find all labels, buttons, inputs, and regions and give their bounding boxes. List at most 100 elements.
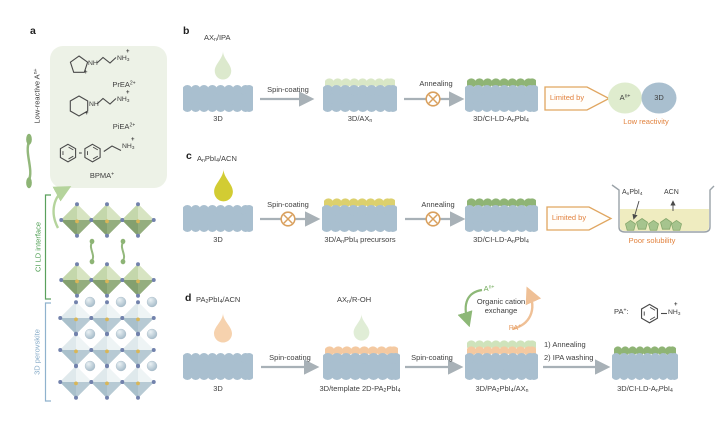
limitation-label: Poor solubility	[628, 236, 676, 245]
droplet-icon	[214, 313, 232, 343]
ammonium-label: NH3	[668, 309, 681, 316]
exchange-title: exchange	[484, 306, 518, 315]
ammonium-label: NH3	[122, 143, 135, 150]
panel-c-letter: c	[186, 150, 192, 162]
spacer-cation-icon	[26, 134, 32, 189]
panel-a-letter: a	[30, 25, 36, 37]
low-reactive-group-label: Low-reactive An+	[32, 68, 42, 124]
interface-octahedra-row-1	[59, 202, 156, 238]
a-site-cation-icon	[84, 360, 96, 372]
panel-b-letter: b	[183, 25, 190, 37]
perovskite-slab	[183, 85, 253, 112]
step-label: Annealing	[421, 200, 455, 209]
solution-label: AXn/IPA	[204, 33, 231, 44]
interface-octahedra-row-2	[59, 262, 156, 298]
perovskite-slab	[183, 353, 253, 380]
exchange-out-cation-label: PA+	[508, 323, 522, 332]
stage-label: 3D/CI-LD-AnPbI4	[617, 384, 673, 395]
perovskite-slab	[322, 205, 397, 232]
plus-sign: +	[84, 70, 88, 76]
benzene-ring	[640, 303, 659, 324]
exchange-in-cation-label: An+	[483, 284, 495, 293]
perovskite-slab	[323, 85, 397, 112]
ring-nitrogen-label: NH	[88, 60, 98, 67]
stage-label: 3D/CI-LD-AnPbI4	[473, 235, 529, 246]
perovskite-slab	[323, 353, 400, 380]
interface-to-cation-arrow	[52, 186, 72, 229]
a-site-cation-icon	[115, 360, 127, 372]
a-site-cation-icon	[115, 328, 127, 340]
threed-circle	[641, 82, 677, 114]
stage-label: 3D/AnPbI4 precursors	[324, 235, 396, 246]
step-label: Spin-coating	[267, 85, 309, 94]
stage-label: 3D/template 2D-PA2PbI4	[319, 384, 401, 395]
plus-sign: +	[85, 111, 89, 117]
limited-by-label: Limited by	[549, 93, 585, 102]
crossed-circle-icon	[280, 211, 296, 227]
ammonium-label: NH3	[117, 96, 130, 103]
perovskite-slab	[612, 353, 678, 380]
low-reactive-cation-box	[50, 46, 167, 188]
exchange-arrow-in	[457, 288, 483, 328]
solution-label: PA2PbI4/ACN	[196, 295, 241, 306]
limitation-label: Low reactivity	[623, 117, 669, 126]
crossed-circle-icon	[425, 91, 441, 107]
plus-sign: +	[131, 137, 135, 143]
threed-circle-label: 3D	[654, 93, 664, 102]
stage-label: 3D/AXn	[347, 114, 373, 125]
step-label: 2) IPA washing	[544, 353, 594, 362]
panel-d-letter: d	[185, 292, 192, 304]
step-label: 1) Annealing	[544, 340, 586, 349]
a-site-cation-icon	[84, 296, 96, 308]
perovskite-slab	[465, 353, 538, 380]
biphenyl-structure	[59, 143, 122, 163]
solution-label: AXn/R-OH	[337, 295, 372, 306]
stage-label: 3D/CI-LD-AnPbI4	[473, 114, 529, 125]
pyrrolidine-structure	[69, 55, 117, 73]
a-site-cation-icon	[115, 296, 127, 308]
solution-label: AnPbI4/ACN	[197, 154, 237, 165]
step-label: Annealing	[419, 79, 453, 88]
exchange-title: Organic cation	[476, 297, 526, 306]
molecule-name: PiEA2+	[112, 122, 136, 131]
droplet-icon	[214, 50, 232, 80]
limited-by-label: Limited by	[551, 213, 587, 222]
plus-sign: +	[674, 302, 678, 308]
interface-label: CI LD interface	[33, 221, 43, 273]
pa-definition-label: PA+:	[614, 307, 629, 316]
ring-nitrogen-label: NH	[89, 101, 99, 108]
spacer-cation-icon	[88, 238, 96, 265]
spacer-cation-icon	[119, 238, 127, 265]
stage-label: 3D	[213, 114, 223, 123]
crossed-circle-icon	[425, 211, 441, 227]
perovskite-label: 3D perovskite	[32, 329, 42, 375]
perovskite-slab	[465, 205, 538, 232]
ammonium-label: NH3	[117, 55, 130, 62]
limited-by-pennant	[546, 206, 613, 231]
beaker-icon	[611, 184, 715, 233]
plus-sign: +	[126, 49, 130, 55]
plus-sign: +	[126, 90, 130, 96]
a-site-cation-icon	[146, 360, 158, 372]
stage-label: 3D	[213, 384, 223, 393]
piperidine-structure	[69, 95, 117, 117]
stage-label: 3D	[213, 235, 223, 244]
droplet-icon	[353, 313, 370, 341]
perovskite-slab	[183, 205, 253, 232]
a-site-cation-icon	[146, 328, 158, 340]
stage-label: 3D/PA2PbI4/AXn	[475, 384, 529, 395]
beaker-solvent-label: ACN	[664, 189, 679, 196]
molecule-name: BPMA+	[89, 171, 115, 180]
interface-bracket	[44, 194, 51, 300]
beaker-solute-label: AnPbI4	[622, 189, 643, 197]
cation-circle	[608, 82, 642, 114]
molecule-name: PrEA2+	[112, 80, 136, 89]
a-site-cation-icon	[84, 328, 96, 340]
limited-by-pennant	[544, 86, 611, 111]
perovskite-slab	[465, 85, 538, 112]
pa-cation-structure	[640, 303, 667, 324]
droplet-icon	[214, 169, 233, 202]
a-site-cation-icon	[146, 296, 158, 308]
